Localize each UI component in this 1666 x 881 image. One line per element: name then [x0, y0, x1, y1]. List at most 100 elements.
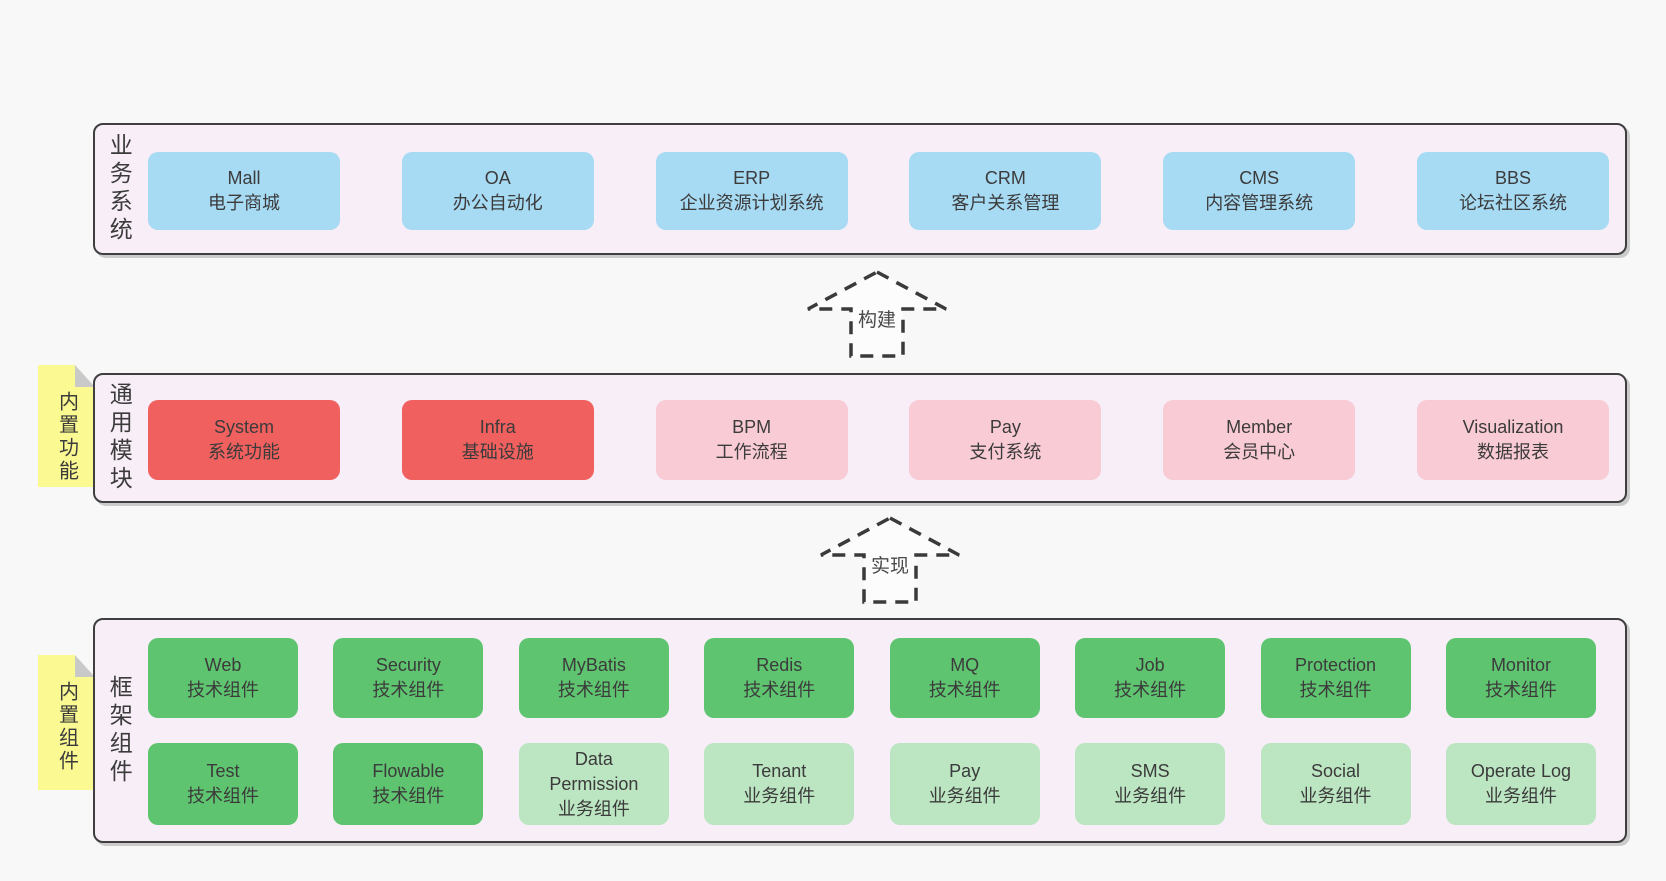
- box-subtitle: 办公自动化: [452, 193, 543, 213]
- box-subtitle: 业务组件: [1484, 786, 1557, 806]
- box-title: MyBatis: [561, 655, 626, 675]
- box-subtitle: 技术组件: [1299, 680, 1372, 700]
- box-title: Visualization: [1462, 417, 1564, 437]
- box-subtitle: 基础设施: [461, 442, 534, 462]
- box-subtitle: 技术组件: [928, 680, 1001, 700]
- box-subtitle: 会员中心: [1223, 442, 1296, 462]
- box-title: Flowable: [372, 761, 445, 781]
- box-title: Monitor: [1490, 655, 1551, 675]
- box-subtitle: 支付系统: [969, 442, 1042, 462]
- box-tenant: Tenant 业务组件: [704, 743, 855, 825]
- box-subtitle: 技术组件: [557, 680, 630, 700]
- sticky-note-builtin-components: 内置组件: [38, 655, 95, 790]
- box-bbs: BBS 论坛社区系统: [1416, 152, 1609, 230]
- box-mybatis: MyBatis 技术组件: [518, 638, 669, 718]
- box-subtitle: 业务组件: [743, 786, 816, 806]
- arrow-label: 构建: [854, 304, 900, 333]
- box-title: CMS: [1239, 168, 1280, 188]
- box-subtitle: 业务组件: [557, 798, 630, 819]
- box-title: SMS: [1130, 761, 1170, 781]
- box-title: MQ: [950, 655, 980, 675]
- sticky-note-builtin-features: 内置功能: [38, 365, 95, 487]
- box-subtitle: 技术组件: [743, 680, 816, 700]
- panel-label: 框架组件: [106, 674, 133, 787]
- sticky-note-label: 内置组件: [55, 681, 78, 773]
- box-erp: ERP 企业资源计划系统: [655, 152, 848, 230]
- box-protection: Protection 技术组件: [1260, 638, 1411, 718]
- box-title: Security: [375, 655, 441, 675]
- arrow-label: 实现: [867, 550, 913, 579]
- box-subtitle: 客户关系管理: [951, 193, 1060, 213]
- box-bpm: BPM 工作流程: [655, 400, 848, 480]
- sticky-note-label: 内置功能: [55, 391, 78, 483]
- box-title: ERP: [733, 168, 771, 188]
- box-title: Pay: [949, 761, 981, 781]
- box-title: BPM: [732, 417, 772, 437]
- box-title: Mall: [227, 168, 261, 188]
- box-subtitle: 工作流程: [715, 442, 788, 462]
- box-subtitle: 系统功能: [208, 442, 280, 462]
- panel-label: 通用模块: [106, 382, 133, 494]
- box-crm: CRM 客户关系管理: [909, 152, 1102, 230]
- box-title: Redis: [756, 655, 803, 675]
- box-monitor: Monitor 技术组件: [1445, 638, 1596, 718]
- box-subtitle: 内容管理系统: [1205, 193, 1314, 213]
- box-title: OA: [484, 168, 511, 188]
- box-subtitle: 技术组件: [1484, 680, 1557, 700]
- box-mq: MQ 技术组件: [889, 638, 1040, 718]
- box-pay: Pay 支付系统: [909, 400, 1102, 480]
- box-subtitle: 技术组件: [372, 680, 445, 700]
- box-row-modules: System 系统功能 Infra 基础设施 BPM 工作流程 Pay 支付系统 Member 会…: [148, 400, 1609, 480]
- box-subtitle: 技术组件: [1114, 680, 1187, 700]
- box-web: Web 技术组件: [148, 638, 298, 718]
- box-subtitle: 企业资源计划系统: [679, 193, 824, 213]
- box-title: Member: [1226, 417, 1293, 437]
- box-title: Infra: [479, 417, 516, 437]
- panel-common-modules: 通用模块 System 系统功能 Infra 基础设施 BPM 工作流程 Pay 支付系统 Me…: [93, 373, 1627, 503]
- box-title: System: [213, 417, 274, 437]
- panel-label: 业务系统: [106, 133, 133, 245]
- box-subtitle: 数据报表: [1476, 442, 1549, 462]
- box-title: Tenant: [752, 761, 807, 781]
- box-pay: Pay 业务组件: [889, 743, 1040, 825]
- box-visualization: Visualization 数据报表: [1416, 400, 1609, 480]
- box-system: System 系统功能: [148, 400, 340, 480]
- box-title: Operate Log: [1470, 761, 1571, 781]
- box-title: Web: [204, 655, 242, 675]
- box-title: Job: [1135, 655, 1165, 675]
- box-title: Test: [206, 761, 240, 781]
- box-mall: Mall 电子商城: [148, 152, 340, 230]
- box-row-business: Mall 电子商城 OA 办公自动化 ERP 企业资源计划系统 CRM 客户关系管理 CMS 内容…: [148, 152, 1609, 230]
- box-title: Protection: [1295, 655, 1377, 675]
- box-job: Job 技术组件: [1075, 638, 1226, 718]
- box-sms: SMS 业务组件: [1075, 743, 1226, 825]
- arrow-build: 构建: [805, 268, 949, 360]
- box-subtitle: 技术组件: [187, 680, 259, 700]
- box-operate-log: Operate Log 业务组件: [1445, 743, 1596, 825]
- box-subtitle: 业务组件: [928, 786, 1001, 806]
- box-subtitle: 业务组件: [1114, 786, 1187, 806]
- box-title: Pay: [989, 417, 1021, 437]
- box-subtitle: 电子商城: [208, 193, 280, 213]
- box-subtitle: 技术组件: [187, 786, 259, 806]
- box-title: CRM: [984, 168, 1026, 188]
- box-security: Security 技术组件: [333, 638, 484, 718]
- box-redis: Redis 技术组件: [704, 638, 855, 718]
- box-member: Member 会员中心: [1163, 400, 1356, 480]
- box-cms: CMS 内容管理系统: [1163, 152, 1356, 230]
- panel-business-systems: 业务系统 Mall 电子商城 OA 办公自动化 ERP 企业资源计划系统 CRM 客户关系管理…: [93, 123, 1627, 255]
- box-subtitle: 业务组件: [1299, 786, 1372, 806]
- box-title: Social: [1311, 761, 1361, 781]
- arrow-implement: 实现: [818, 514, 962, 606]
- box-infra: Infra 基础设施: [401, 400, 594, 480]
- box-title: BBS: [1494, 168, 1531, 188]
- box-subtitle: 论坛社区系统: [1458, 193, 1567, 213]
- box-social: Social 业务组件: [1260, 743, 1411, 825]
- box-oa: OA 办公自动化: [401, 152, 594, 230]
